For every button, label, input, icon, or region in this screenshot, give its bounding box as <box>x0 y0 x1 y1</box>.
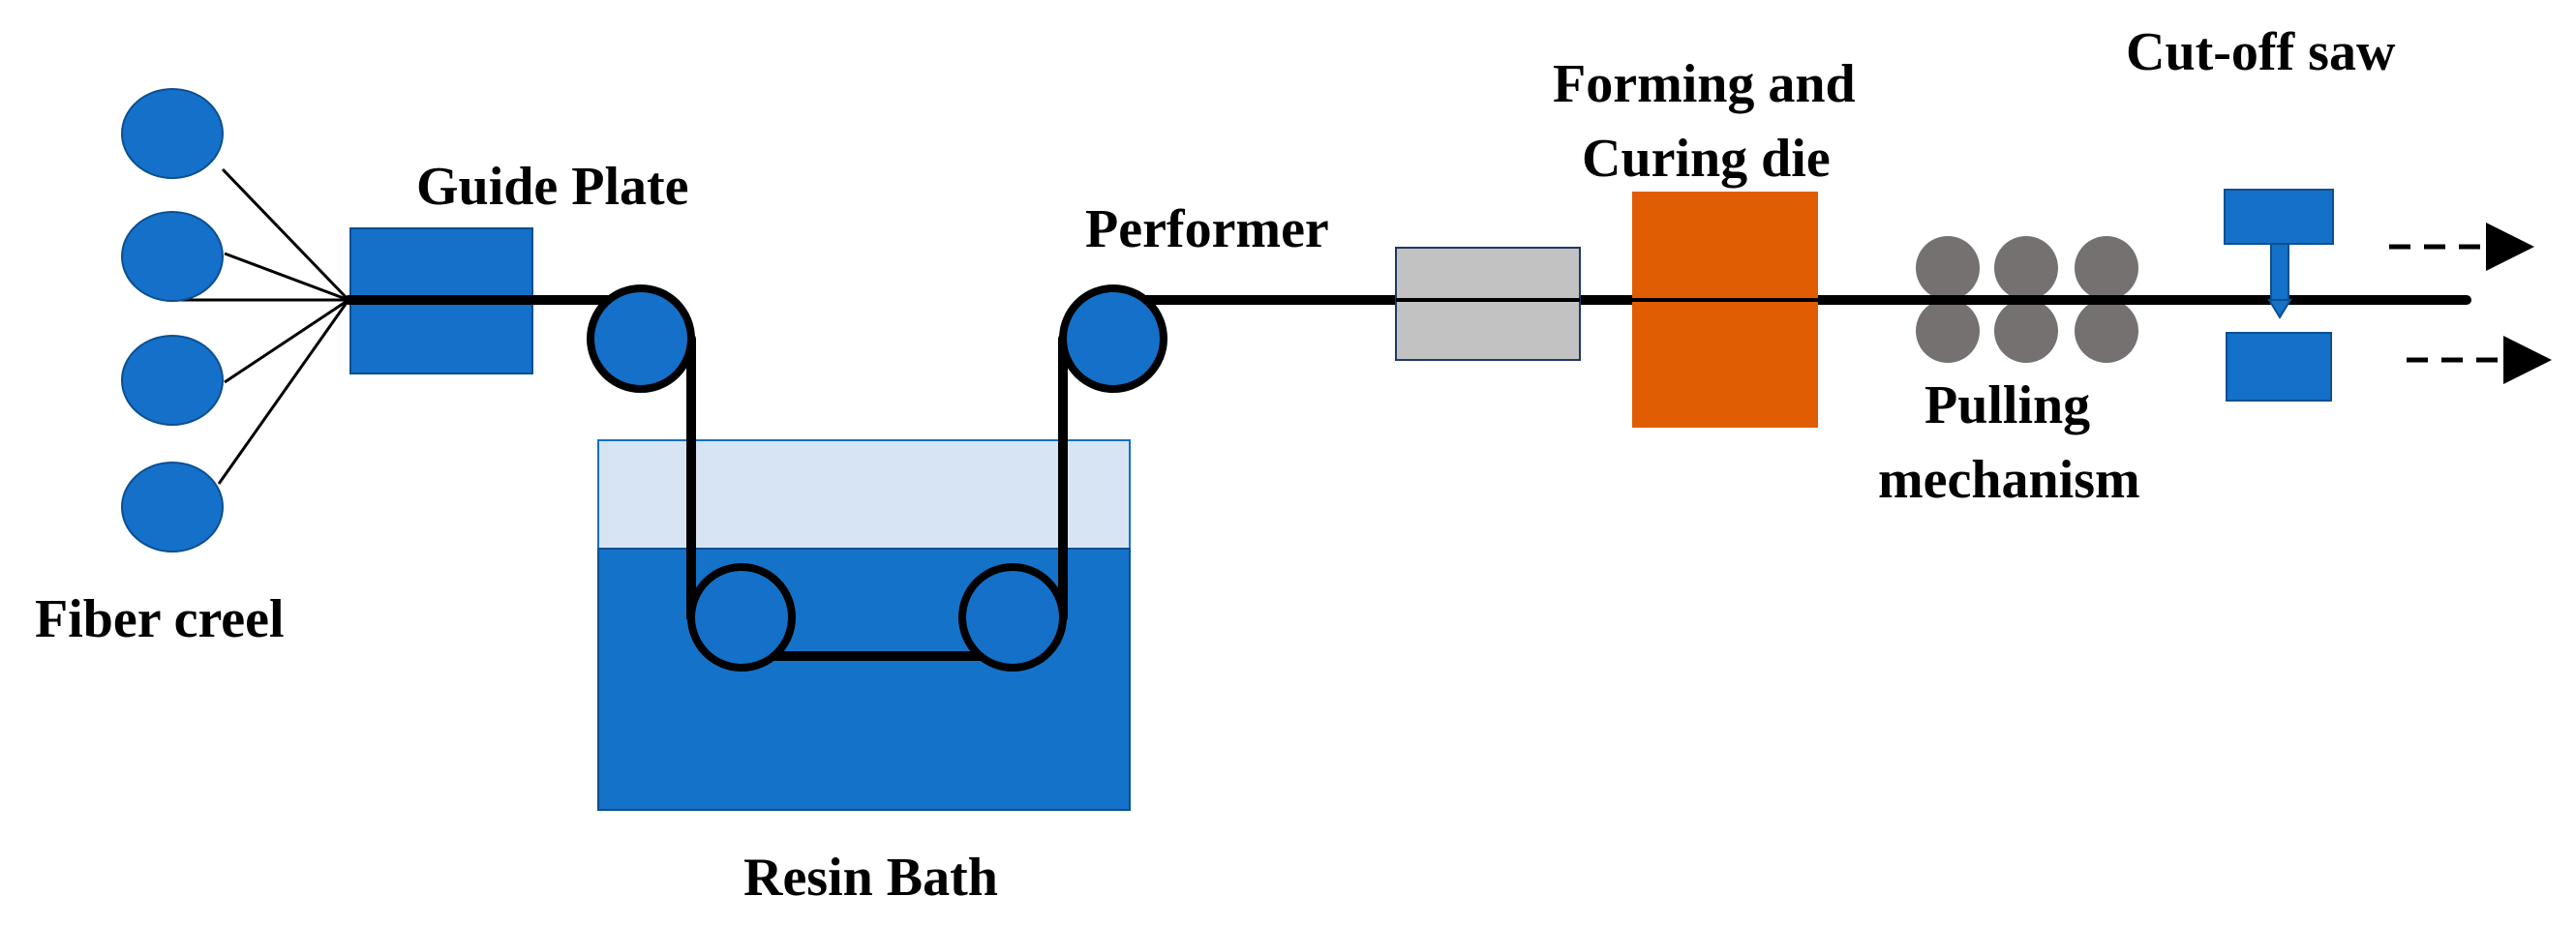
fiber-strand-5 <box>217 299 350 485</box>
fiber-spool-2 <box>121 211 224 302</box>
guide-plate-label: Guide Plate <box>416 157 689 217</box>
forming-curing-die: Forming and Curing die <box>1553 54 1856 428</box>
roller-bath-right <box>958 563 1067 672</box>
fiber-spool-3 <box>121 335 224 426</box>
puller-roll-bottom-2 <box>1994 299 2058 363</box>
pulling-label-line2: mechanism <box>1878 450 2140 510</box>
puller-roll-top-2 <box>1994 236 2058 300</box>
performer: Performer <box>1085 199 1581 361</box>
performer-block <box>1395 247 1581 361</box>
saw-lower-block <box>2226 332 2332 402</box>
fiber-creel-label: Fiber creel <box>35 589 285 649</box>
forming-die-label-line2: Curing die <box>1582 129 1831 189</box>
resin-bath-label: Resin Bath <box>743 848 998 908</box>
forming-die-block <box>1632 192 1818 428</box>
fiber-path <box>344 295 2471 661</box>
pulling-label-line1: Pulling <box>1924 375 2090 435</box>
performer-label: Performer <box>1085 199 1329 259</box>
saw-upper-block <box>2224 189 2334 245</box>
saw-blade-tip <box>2267 299 2292 319</box>
puller-roll-top-1 <box>1916 236 1980 300</box>
puller-roll-bottom-1 <box>1916 299 1980 363</box>
saw-blade-stem <box>2270 243 2289 303</box>
pulling-mechanism: Pulling mechanism <box>1878 236 2145 510</box>
fiber-strand-1 <box>221 167 350 302</box>
cut-off-saw: Cut-off saw <box>2126 22 2396 402</box>
roller-bath-exit <box>1059 284 1167 393</box>
roller-guide-exit <box>587 284 695 393</box>
rollers <box>587 284 1167 672</box>
fiber-strand-2 <box>224 252 349 302</box>
puller-roll-bottom-3 <box>2075 299 2138 363</box>
output-arrows <box>2389 223 2552 384</box>
resin-bath: Resin Bath <box>597 439 1131 908</box>
puller-roll-top-3 <box>2075 236 2138 300</box>
fiber-spool-1 <box>121 88 224 179</box>
fiber-strand-4 <box>224 298 349 384</box>
forming-die-label-line1: Forming and <box>1553 54 1856 114</box>
fiber-creel: Fiber creel <box>35 88 350 649</box>
fiber-spool-4 <box>121 462 224 553</box>
roller-bath-left <box>687 563 796 672</box>
resin-bath-headspace <box>597 439 1131 550</box>
cut-off-saw-label: Cut-off saw <box>2126 22 2396 82</box>
